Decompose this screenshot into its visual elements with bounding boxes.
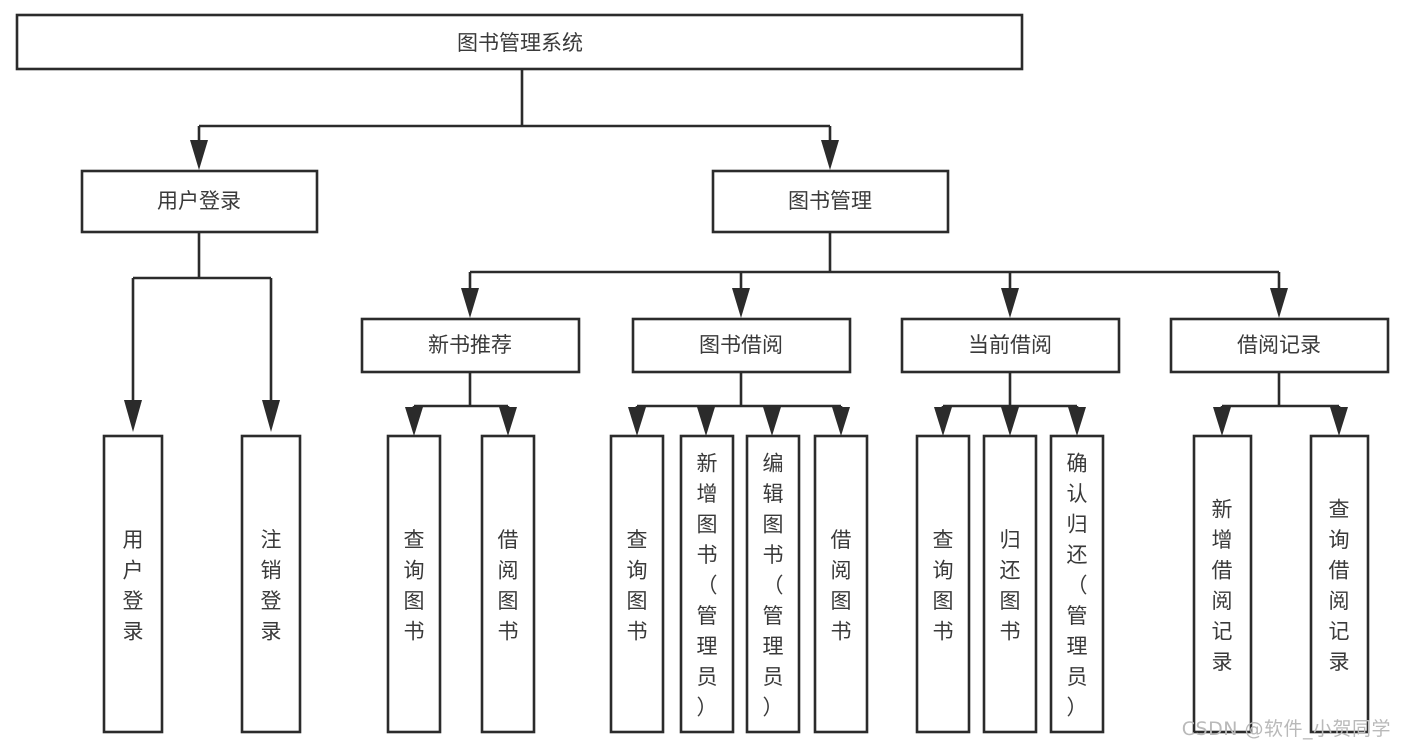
node-leaf-add-record-box[interactable] [1192, 434, 1253, 734]
node-leaf-query-record[interactable]: 查询借阅记录 [1309, 434, 1370, 734]
node-leaf-borrow-book-2-box[interactable] [813, 434, 869, 734]
node-current-borrow[interactable]: 当前借阅 [900, 317, 1121, 374]
node-current-borrow-box[interactable] [900, 317, 1121, 374]
arrowhead-to-book-management [821, 140, 839, 170]
node-leaf-borrow-book-1[interactable]: 借阅图书 [480, 434, 536, 734]
arrowhead-to-borrow-record [1270, 288, 1288, 318]
node-book-management-label: 图书管理 [788, 189, 872, 213]
node-leaf-return-book[interactable]: 归还图书 [982, 434, 1038, 734]
node-new-book-recommend[interactable]: 新书推荐 [360, 317, 581, 374]
connectors-layer [124, 70, 1348, 436]
connector-userlogin-bus [131, 233, 273, 400]
node-leaf-return-book-label: 归还图书 [1000, 528, 1021, 644]
arrowhead-leaf-return-book [1001, 407, 1019, 436]
arrowhead-leaf-add-record [1213, 407, 1231, 436]
node-leaf-add-book[interactable]: 新增图书（管理员） [679, 434, 735, 734]
node-book-management-box[interactable] [711, 169, 950, 234]
node-leaf-user-login[interactable]: 用户登录 [102, 434, 164, 734]
arrowhead-leaf-query-book-3 [934, 407, 952, 436]
arrowhead-leaf-edit-book [763, 407, 781, 436]
arrowhead-to-user-login [190, 140, 208, 170]
connector-currentborrow-bus [941, 373, 1079, 412]
node-leaf-confirm-return[interactable]: 确认归还（管理员） [1049, 434, 1105, 734]
node-leaf-edit-book[interactable]: 编辑图书（管理员） [745, 434, 801, 734]
connector-bookborrow-bus [635, 373, 843, 412]
node-root[interactable]: 图书管理系统 [15, 13, 1024, 71]
node-leaf-query-record-box[interactable] [1309, 434, 1370, 734]
arrowhead-leaf-user-login [124, 400, 142, 432]
connector-root-to-level2 [197, 70, 832, 140]
node-leaf-confirm-return-label: 确认归还（管理员） [1067, 452, 1088, 720]
node-leaf-add-book-label: 新增图书（管理员） [697, 452, 718, 720]
node-leaf-confirm-return-box[interactable] [1049, 434, 1105, 734]
node-new-book-recommend-box[interactable] [360, 317, 581, 374]
node-leaf-query-book-1-label: 查询图书 [404, 528, 425, 644]
node-root-box[interactable] [15, 13, 1024, 71]
connector-bookmgmt-bus [468, 233, 1281, 288]
node-leaf-user-login-box[interactable] [102, 434, 164, 734]
node-borrow-record-box[interactable] [1169, 317, 1390, 374]
node-leaf-return-book-box[interactable] [982, 434, 1038, 734]
node-user-login-box[interactable] [80, 169, 319, 234]
node-leaf-add-book-box[interactable] [679, 434, 735, 734]
arrowhead-to-book-borrow [732, 288, 750, 318]
node-leaf-query-book-1-box[interactable] [386, 434, 442, 734]
node-leaf-edit-book-box[interactable] [745, 434, 801, 734]
connector-borrowrecord-bus [1220, 373, 1341, 412]
arrowhead-to-current-borrow [1001, 288, 1019, 318]
node-leaf-query-book-2-label: 查询图书 [627, 528, 648, 644]
node-leaf-user-login-label: 用户登录 [123, 528, 144, 644]
node-book-borrow-box[interactable] [631, 317, 852, 374]
node-book-borrow[interactable]: 图书借阅 [631, 317, 852, 374]
node-leaf-query-book-2[interactable]: 查询图书 [609, 434, 665, 734]
node-leaf-logout-login[interactable]: 注销登录 [240, 434, 302, 734]
node-current-borrow-label: 当前借阅 [968, 333, 1052, 357]
node-user-login-label: 用户登录 [157, 189, 241, 213]
node-new-book-recommend-label: 新书推荐 [428, 333, 512, 357]
arrowhead-leaf-query-book-1 [405, 407, 423, 436]
node-leaf-edit-book-label: 编辑图书（管理员） [763, 452, 784, 720]
node-leaf-add-record[interactable]: 新增借阅记录 [1192, 434, 1253, 734]
node-leaf-logout-login-box[interactable] [240, 434, 302, 734]
node-leaf-add-record-label: 新增借阅记录 [1212, 497, 1233, 674]
node-book-borrow-label: 图书借阅 [699, 333, 783, 357]
arrowhead-leaf-confirm-return [1068, 407, 1086, 436]
node-leaf-borrow-book-1-box[interactable] [480, 434, 536, 734]
node-borrow-record[interactable]: 借阅记录 [1169, 317, 1390, 374]
arrowhead-leaf-query-record [1330, 407, 1348, 436]
arrowhead-leaf-logout-login [262, 400, 280, 432]
node-leaf-borrow-book-1-label: 借阅图书 [498, 528, 519, 644]
node-leaf-query-book-3-label: 查询图书 [933, 528, 954, 644]
node-leaf-borrow-book-2-label: 借阅图书 [831, 528, 852, 644]
node-book-management[interactable]: 图书管理 [711, 169, 950, 234]
arrowhead-to-new-book-recommend [461, 288, 479, 318]
node-root-label: 图书管理系统 [457, 31, 583, 55]
node-user-login[interactable]: 用户登录 [80, 169, 319, 234]
node-leaf-borrow-book-2[interactable]: 借阅图书 [813, 434, 869, 734]
arrowhead-leaf-borrow-book-1 [499, 407, 517, 436]
connector-newbook-bus [412, 373, 510, 412]
node-borrow-record-label: 借阅记录 [1237, 333, 1321, 357]
arrowhead-leaf-query-book-2 [628, 407, 646, 436]
node-leaf-query-book-2-box[interactable] [609, 434, 665, 734]
node-leaf-query-record-label: 查询借阅记录 [1329, 497, 1350, 674]
node-leaf-logout-login-label: 注销登录 [261, 528, 282, 644]
arrowhead-leaf-add-book [697, 407, 715, 436]
node-leaf-query-book-3[interactable]: 查询图书 [915, 434, 971, 734]
node-leaf-query-book-3-box[interactable] [915, 434, 971, 734]
csdn-watermark: CSDN @软件_小贺同学 [1181, 718, 1391, 740]
node-leaf-query-book-1[interactable]: 查询图书 [386, 434, 442, 734]
arrowhead-leaf-borrow-book-2 [832, 407, 850, 436]
